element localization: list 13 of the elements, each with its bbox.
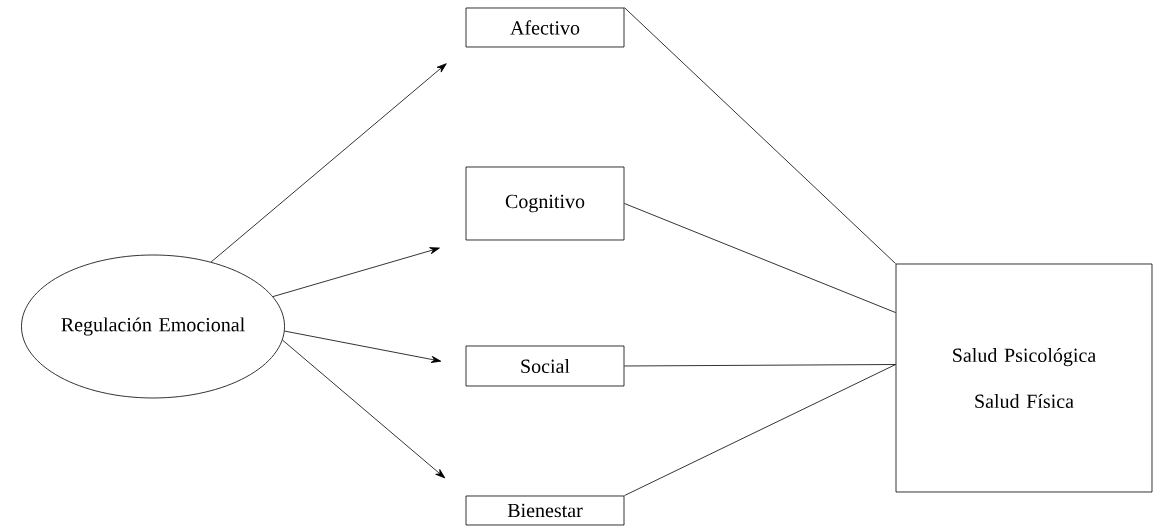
connector-line: [624, 203, 896, 313]
connector-line: [624, 7, 896, 264]
factor-box: Salud Psicológica Salud Física: [895, 263, 1153, 493]
connector-line: [624, 364, 896, 496]
factor-box: Cognitivo: [465, 166, 625, 241]
factor-box: Bienestar: [465, 495, 625, 526]
factor-box: Afectivo: [465, 7, 625, 48]
connector-line: [624, 364, 896, 367]
arrow: [210, 63, 447, 263]
factor-box: Social: [465, 345, 625, 387]
arrow: [284, 330, 442, 363]
arrow: [272, 247, 440, 297]
arrow: [282, 339, 446, 479]
